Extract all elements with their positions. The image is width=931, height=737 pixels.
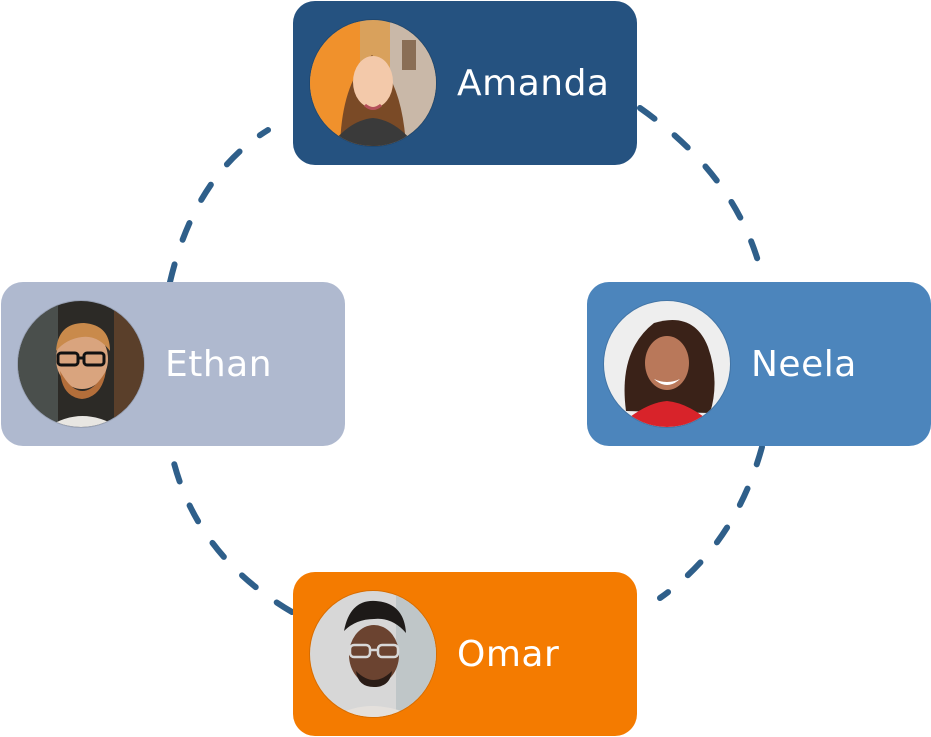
omar-name: Omar [457,633,560,675]
person-card-ethan[interactable]: Ethan [1,282,345,446]
ethan-avatar [17,300,145,428]
ring-arc-ethan-amanda [167,127,271,285]
neela-avatar [603,300,731,428]
ring-arc-omar-ethan [169,452,295,615]
omar-avatar [309,590,437,718]
person-card-amanda[interactable]: Amanda [293,1,637,165]
neela-name: Neela [751,343,857,385]
ethan-name: Ethan [165,343,273,385]
ring-arc-neela-omar [657,444,765,601]
ring-arc-amanda-neela [637,105,763,271]
person-card-neela[interactable]: Neela [587,282,931,446]
amanda-name: Amanda [457,62,610,104]
person-card-omar[interactable]: Omar [293,572,637,736]
amanda-avatar [309,19,437,147]
